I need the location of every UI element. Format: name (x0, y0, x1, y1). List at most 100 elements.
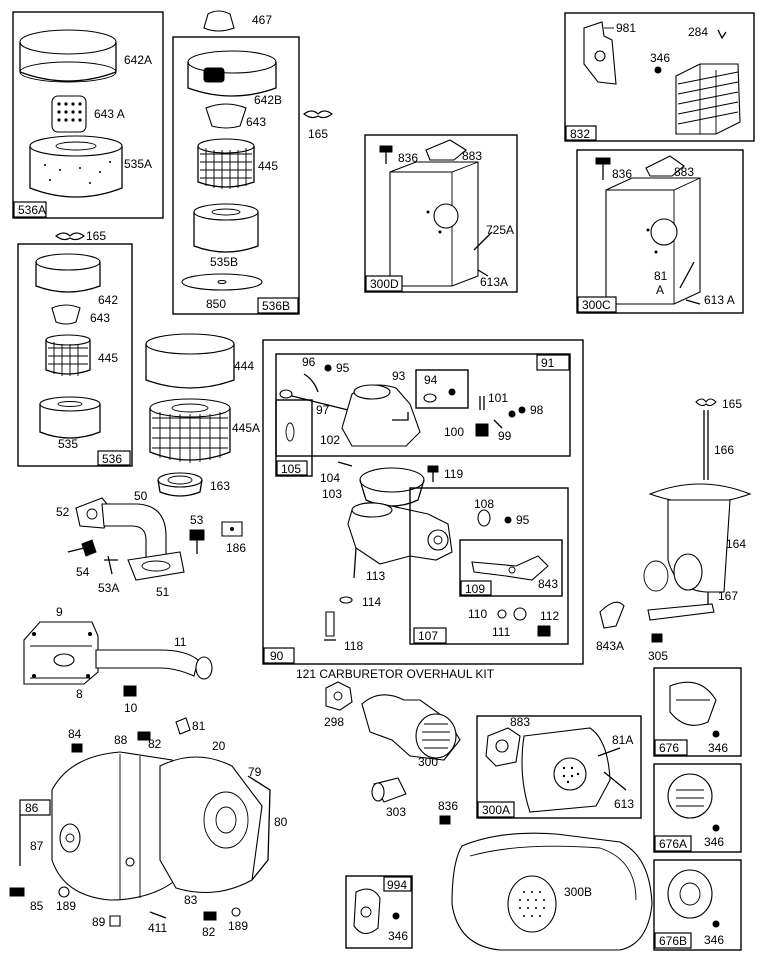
label-836b: 836 (612, 167, 632, 181)
label-189b: 189 (228, 919, 248, 933)
group-carburetor-90: 91 96 95 97 93 102 94 101 98 100 99 105 (262, 339, 584, 681)
carburetor-overhaul-kit-caption: 121 CARBURETOR OVERHAUL KIT (296, 667, 495, 681)
group-994: 994 346 (345, 875, 413, 949)
label-164: 164 (726, 537, 746, 551)
box-label-105: 105 (281, 462, 301, 476)
label-118: 118 (344, 639, 363, 653)
label-100: 100 (444, 425, 464, 439)
label-111: 111 (492, 625, 511, 639)
label-165a: 165 (308, 127, 328, 141)
label-467: 467 (252, 13, 272, 27)
box-label-300C: 300C (582, 298, 611, 312)
box-label-832: 832 (570, 127, 590, 141)
box-label-536B: 536B (262, 299, 290, 313)
label-165c: 165 (722, 397, 742, 411)
group-536: 165 642 643 445 535 536 (17, 229, 133, 467)
label-643A: 643 A (94, 107, 125, 121)
box-300D (364, 134, 518, 293)
box-109 (459, 539, 563, 597)
group-manifold: 9 11 8 10 (23, 605, 213, 715)
label-20: 20 (212, 739, 226, 753)
box-label-994: 994 (387, 878, 407, 892)
label-535A: 535A (124, 157, 152, 171)
box-label-109: 109 (465, 582, 485, 596)
group-676: 346 676 (653, 667, 742, 757)
label-725A: 725A (486, 223, 514, 237)
label-981: 981 (616, 21, 636, 35)
label-80: 80 (274, 815, 288, 829)
box-label-90: 90 (270, 649, 284, 663)
label-167: 167 (718, 589, 738, 603)
box-105 (275, 399, 313, 477)
label-643: 643 (90, 311, 110, 325)
label-50: 50 (134, 489, 148, 503)
group-300: 298 300 303 (324, 681, 461, 819)
group-300C: 836 883 81 A 613 A 300C (576, 149, 744, 314)
label-642: 642 (98, 293, 118, 307)
group-300D: 836 883 725A 613A 300D (364, 134, 518, 293)
label-883b: 883 (674, 165, 694, 179)
label-53A: 53A (98, 581, 119, 595)
label-613: 613 (614, 797, 634, 811)
group-164: 165 166 164 167 843A 305 (596, 397, 752, 663)
label-119: 119 (444, 467, 463, 481)
box-label-676B: 676B (659, 934, 687, 948)
label-445-top: 445 (258, 159, 278, 173)
label-445: 445 (98, 351, 118, 365)
box-label-676: 676 (659, 741, 679, 755)
box-300A (476, 715, 642, 819)
label-104: 104 (320, 471, 340, 485)
label-535: 535 (58, 437, 78, 451)
box-label-107: 107 (418, 629, 438, 643)
label-346a: 346 (650, 51, 670, 65)
label-346c: 346 (704, 835, 724, 849)
label-88: 88 (114, 733, 128, 747)
label-53: 53 (190, 513, 204, 527)
group-blower-housing: 84 88 82 81 20 79 80 86 87 83 85 189 89 … (9, 717, 288, 939)
label-103: 103 (322, 487, 342, 501)
box-536 (17, 243, 133, 467)
box-832 (564, 12, 755, 142)
box-300C (576, 149, 744, 314)
group-832: 981 346 284 832 (564, 12, 755, 142)
box-676A (653, 763, 742, 853)
label-10: 10 (124, 701, 138, 715)
label-114: 114 (362, 595, 381, 609)
label-850: 850 (206, 297, 226, 311)
label-110: 110 (468, 607, 487, 621)
label-9: 9 (56, 605, 63, 619)
group-elbow: 50 52 51 53 186 54 53A (56, 489, 246, 599)
label-8: 8 (76, 687, 83, 701)
group-676A: 346 676A (653, 763, 742, 853)
box-label-536A: 536A (18, 203, 46, 217)
label-87: 87 (30, 839, 44, 853)
label-81A-suffix: A (656, 283, 664, 297)
label-82b: 82 (202, 925, 216, 939)
label-96: 96 (302, 355, 316, 369)
label-613Ab: 613 A (704, 293, 735, 307)
label-642A: 642A (124, 53, 152, 67)
label-102: 102 (320, 433, 340, 447)
label-95b: 95 (516, 513, 530, 527)
label-346d: 346 (704, 933, 724, 947)
group-536A: 642A 643 A 535A 536A (12, 11, 164, 219)
label-81A: 81 (654, 269, 668, 283)
group-676B: 346 676B (653, 859, 742, 951)
label-643-top: 643 (246, 115, 266, 129)
part-165-wingnut: 165 (303, 110, 333, 141)
box-label-91: 91 (541, 356, 555, 370)
label-346b: 346 (708, 741, 728, 755)
label-84: 84 (68, 727, 82, 741)
box-94 (415, 369, 469, 409)
label-83: 83 (184, 893, 198, 907)
label-11: 11 (174, 635, 187, 649)
label-51: 51 (156, 585, 170, 599)
label-81Ac: 81A (612, 733, 633, 747)
label-186: 186 (226, 541, 246, 555)
label-52: 52 (56, 505, 70, 519)
label-85: 85 (30, 899, 44, 913)
label-883c: 883 (510, 715, 530, 729)
label-843A: 843A (596, 639, 624, 653)
box-label-536: 536 (102, 452, 122, 466)
